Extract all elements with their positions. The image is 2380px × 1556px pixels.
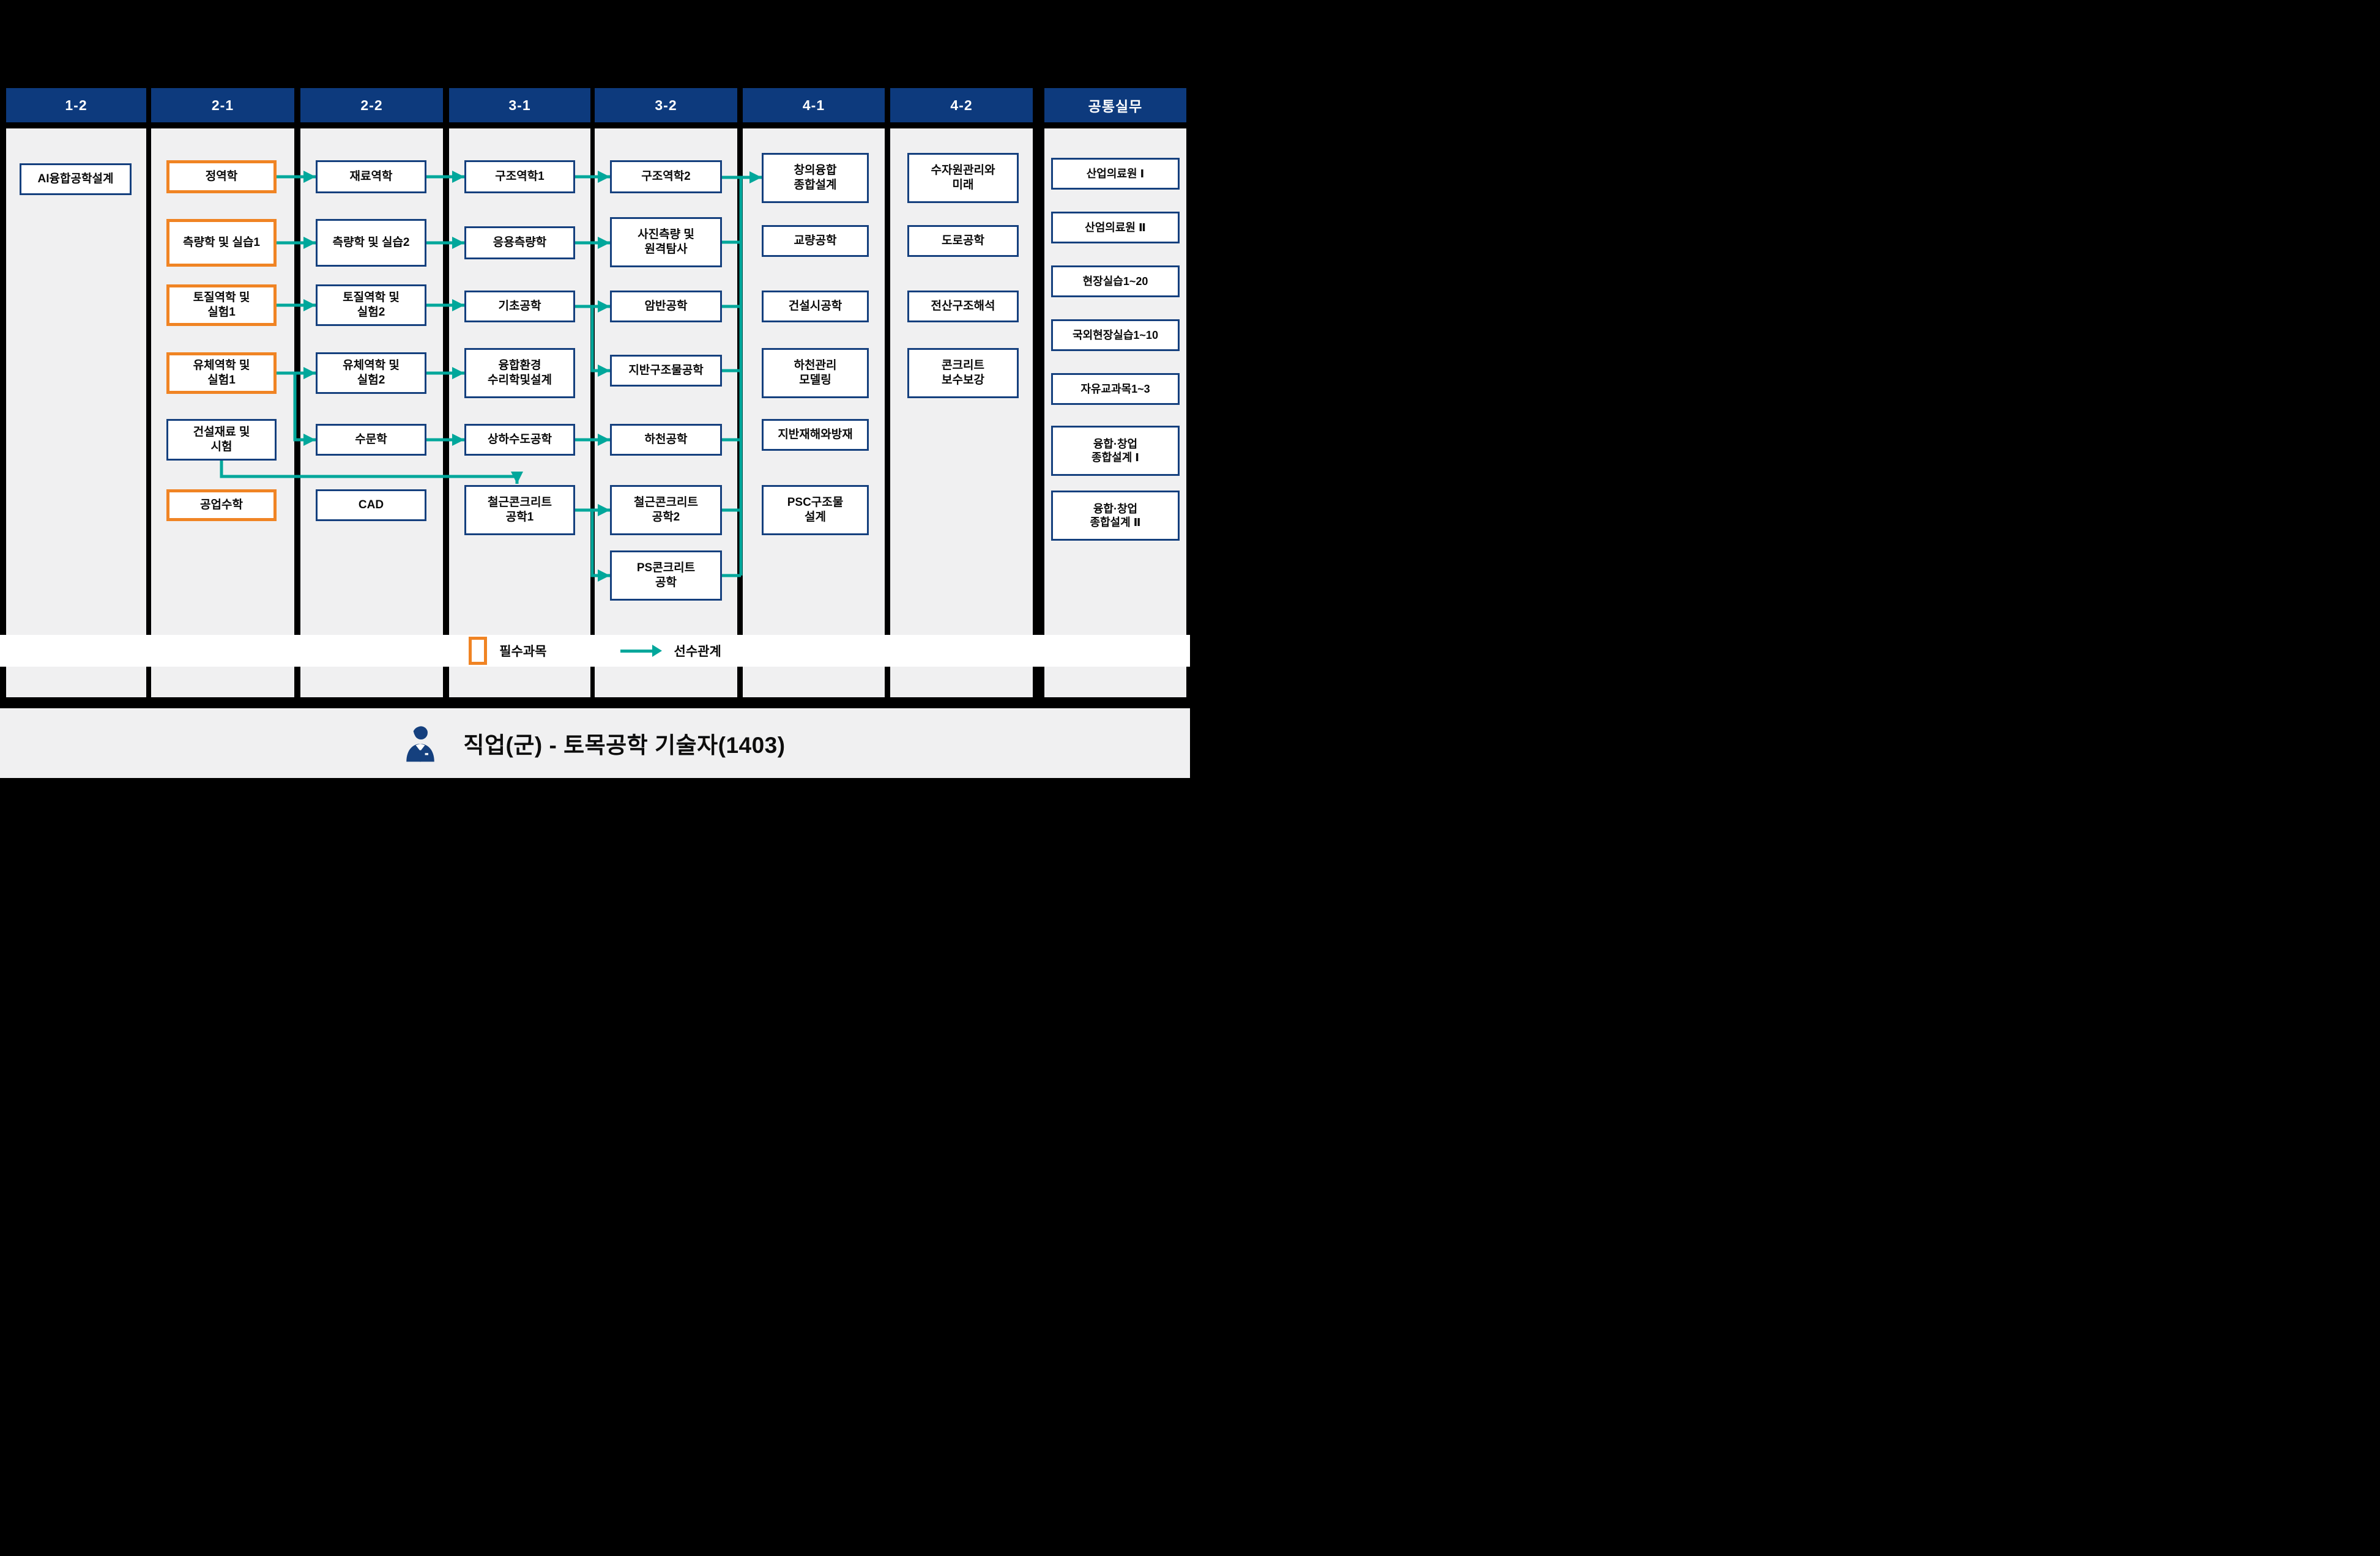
semester-header-4-2: 4-2 (890, 88, 1033, 122)
column-panel-2-1 (151, 128, 294, 697)
course-box: CAD (316, 489, 426, 521)
course-box: 토질역학 및 실험1 (166, 284, 277, 326)
course-box: 지반구조물공학 (610, 355, 722, 387)
prereq-arrow-icon (620, 645, 662, 657)
column-panel-4-2 (890, 128, 1033, 697)
course-box: 공업수학 (166, 489, 277, 521)
course-box: 기초공학 (464, 291, 575, 322)
course-box: 교량공학 (762, 225, 869, 257)
course-box: 응용측량학 (464, 226, 575, 259)
course-box: 융합·창업 종합설계 Ⅰ (1051, 426, 1180, 476)
column-panel-1-2 (6, 128, 146, 697)
semester-header-2-2: 2-2 (300, 88, 443, 122)
course-box: 철근콘크리트 공학1 (464, 485, 575, 535)
arrow-shaft (620, 649, 652, 653)
semester-header-공통실무: 공통실무 (1044, 88, 1186, 122)
course-box: 창의융합 종합설계 (762, 153, 869, 203)
course-box: 하천공학 (610, 424, 722, 456)
course-box: 콘크리트 보수보강 (907, 348, 1019, 398)
course-box: AI융합공학설계 (20, 163, 132, 195)
course-box: 재료역학 (316, 160, 426, 193)
course-box: 자유교과목1~3 (1051, 373, 1180, 405)
course-box: 현장실습1~20 (1051, 265, 1180, 297)
legend-prereq-label: 선수관계 (674, 645, 721, 659)
legend-required-label: 필수과목 (499, 645, 547, 659)
course-box: 토질역학 및 실험2 (316, 284, 426, 326)
semester-header-2-1: 2-1 (151, 88, 294, 122)
course-box: 철근콘크리트 공학2 (610, 485, 722, 535)
course-box: 유체역학 및 실험1 (166, 352, 277, 394)
course-box: 건설재료 및 시험 (166, 419, 277, 461)
column-panel-3-1 (449, 128, 590, 697)
course-box: 측량학 및 실습2 (316, 219, 426, 267)
course-box: 사진측량 및 원격탐사 (610, 217, 722, 267)
course-box: PSC구조물 설계 (762, 485, 869, 535)
semester-header-1-2: 1-2 (6, 88, 146, 122)
arrow-head (652, 645, 662, 657)
course-box: 지반재해와방재 (762, 419, 869, 451)
legend: 필수과목 선수관계 (0, 635, 1190, 667)
course-box: PS콘크리트 공학 (610, 550, 722, 601)
course-box: 구조역학1 (464, 160, 575, 193)
course-box: 융합·창업 종합설계 Ⅱ (1051, 491, 1180, 541)
course-box: 수자원관리와 미래 (907, 153, 1019, 203)
course-box: 국외현장실습1~10 (1051, 319, 1180, 351)
course-box: 측량학 및 실습1 (166, 219, 277, 267)
required-course-swatch-icon (469, 637, 488, 665)
course-box: 구조역학2 (610, 160, 722, 193)
course-box: 하천관리 모델링 (762, 348, 869, 398)
legend-prereq-item: 선수관계 (620, 642, 721, 660)
semester-header-4-1: 4-1 (743, 88, 885, 122)
course-box: 산엄의료원 Ⅱ (1051, 212, 1180, 243)
course-box: 산업의료원 Ⅰ (1051, 158, 1180, 190)
course-box: 암반공학 (610, 291, 722, 322)
legend-required-item: 필수과목 (469, 637, 547, 665)
course-box: 전산구조해석 (907, 291, 1019, 322)
column-panel-3-2 (595, 128, 737, 697)
job-title: 직업(군) - 토목공학 기술자(1403) (463, 733, 786, 758)
semester-header-3-2: 3-2 (595, 88, 737, 122)
semester-header-3-1: 3-1 (449, 88, 590, 122)
column-panel-4-1 (743, 128, 885, 697)
course-box: 건설시공학 (762, 291, 869, 322)
course-box: 도로공학 (907, 225, 1019, 257)
course-box: 상하수도공학 (464, 424, 575, 456)
course-box: 융합환경 수리학및설계 (464, 348, 575, 398)
course-box: 정역학 (166, 160, 277, 193)
column-panel-2-2 (300, 128, 443, 697)
course-box: 수문학 (316, 424, 426, 456)
person-icon (406, 726, 435, 762)
course-box: 유체역학 및 실험2 (316, 352, 426, 394)
job-footer: 직업(군) - 토목공학 기술자(1403) (0, 708, 1190, 778)
